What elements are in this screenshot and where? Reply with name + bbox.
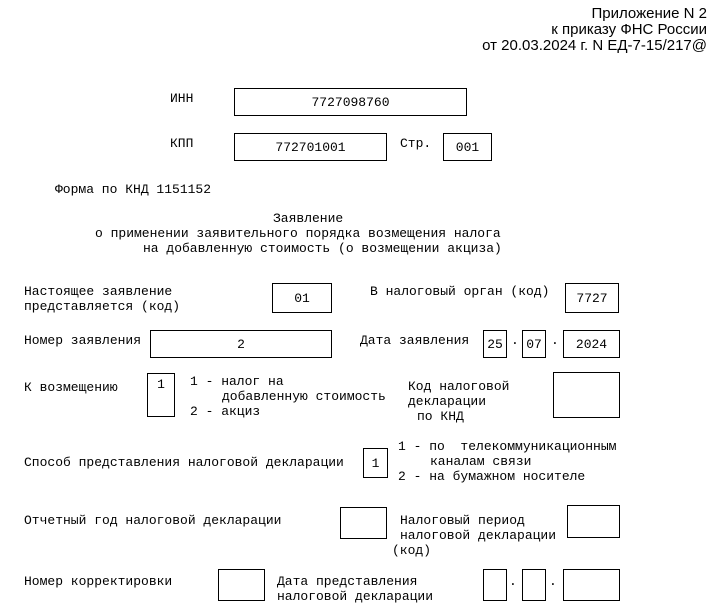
submission-label-line2: представляется (код) <box>24 299 181 314</box>
submission-label-line1: Настоящее заявление <box>24 284 173 299</box>
application-date-label: Дата заявления <box>360 333 470 348</box>
application-number-label: Номер заявления <box>24 333 142 348</box>
form-title: Заявление <box>273 211 344 226</box>
date-separator: . <box>549 574 557 589</box>
refund-label: К возмещению <box>24 380 118 395</box>
refund-option2: 2 - акциз <box>190 404 261 419</box>
application-number-field: 2 <box>150 330 332 358</box>
reporting-year-field <box>340 507 387 539</box>
form-title-line3: на добавленную стоимость (о возмещении а… <box>143 241 502 256</box>
method-label: Способ представления налоговой деклараци… <box>24 455 344 470</box>
tax-authority-code-field: 7727 <box>565 283 619 313</box>
tax-period-label-line2: налоговой декларации <box>400 528 557 543</box>
application-date-month-field: 07 <box>522 330 546 358</box>
decl-date-label-line2: налоговой декларации <box>277 589 434 604</box>
application-date-day-field: 25 <box>483 330 507 358</box>
appendix-header: Приложение N 2 к приказу ФНС России от 2… <box>482 6 707 54</box>
method-option2: 2 - на бумажном носителе <box>398 469 586 484</box>
decl-knd-code-field <box>553 372 620 418</box>
decl-date-month-field <box>522 569 546 601</box>
knd-form-label: Форма по КНД 1151152 <box>55 182 212 197</box>
kpp-label: КПП <box>170 136 194 151</box>
appendix-line: Приложение N 2 <box>591 5 708 22</box>
submission-code-field: 01 <box>272 283 332 313</box>
decl-code-label-line1: Код налоговой <box>408 379 510 394</box>
decl-code-label-line2: декларации <box>408 394 487 409</box>
tax-period-label-line1: Налоговый период <box>400 513 525 528</box>
reporting-year-label: Отчетный год налоговой декларации <box>24 513 282 528</box>
application-date-year-field: 2024 <box>563 330 620 358</box>
method-code-field: 1 <box>363 448 388 478</box>
kpp-field: 772701001 <box>234 133 387 161</box>
inn-field: 7727098760 <box>234 88 467 116</box>
tax-period-label-line3: (код) <box>392 543 432 558</box>
refund-option1-line1: 1 - налог на <box>190 374 284 389</box>
method-option1-line1: 1 - по телекоммуникационным <box>398 439 617 454</box>
decl-code-label-line3: по КНД <box>417 409 464 424</box>
decl-date-year-field <box>563 569 620 601</box>
decl-date-day-field <box>483 569 507 601</box>
date-separator: . <box>511 333 519 348</box>
inn-label: ИНН <box>170 91 194 106</box>
refund-code-field: 1 <box>147 373 175 417</box>
decl-date-label-line1: Дата представления <box>277 574 418 589</box>
correction-number-label: Номер корректировки <box>24 574 173 589</box>
page-label: Стр. <box>400 136 432 151</box>
page-number-field: 001 <box>443 133 492 161</box>
date-separator: . <box>509 574 517 589</box>
appendix-line: от 20.03.2024 г. N ЕД-7-15/217@ <box>482 37 707 54</box>
method-option1-line2: каналам связи <box>430 454 532 469</box>
tax-period-field <box>567 505 620 538</box>
correction-number-field <box>218 569 265 601</box>
form-title-line2: о применении заявительного порядка возме… <box>95 226 501 241</box>
appendix-line: к приказу ФНС России <box>551 21 707 38</box>
refund-option1-line2: добавленную стоимость <box>222 389 386 404</box>
date-separator: . <box>551 333 559 348</box>
tax-authority-label: В налоговый орган (код) <box>370 284 550 299</box>
